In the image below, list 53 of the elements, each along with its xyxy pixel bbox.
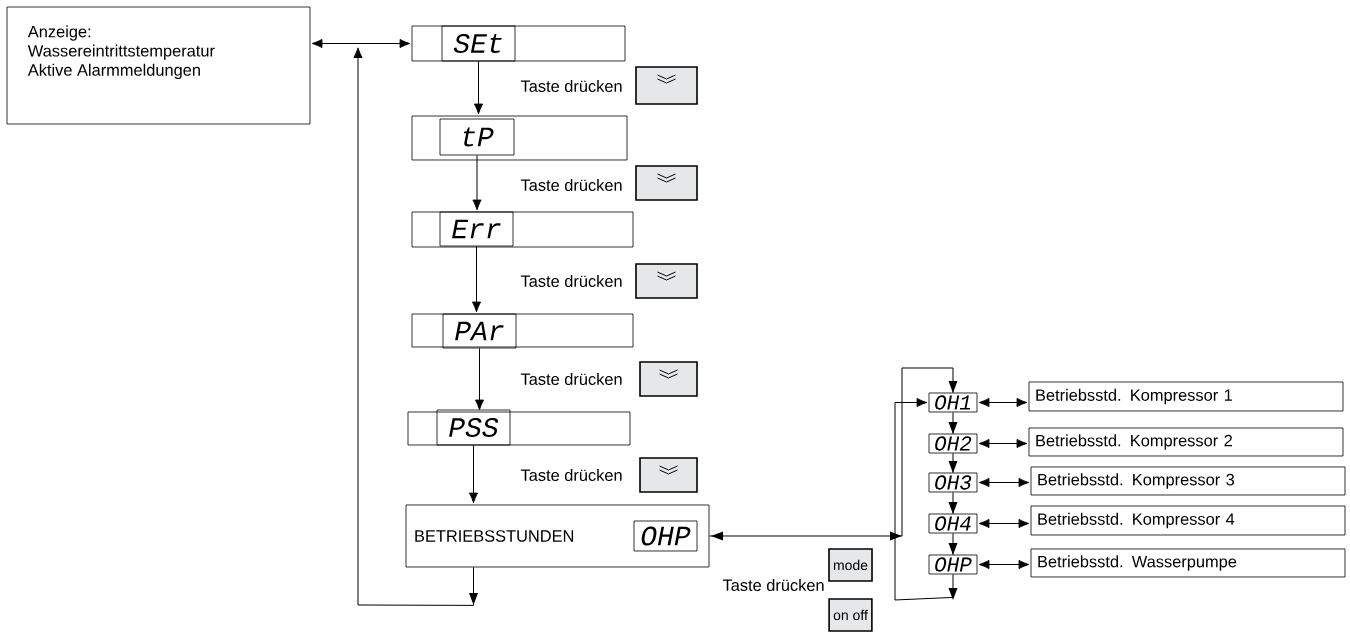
label-box: Betriebsstd. Kompressor 2 bbox=[1028, 427, 1344, 457]
label-box: Betriebsstd. Wasserpumpe bbox=[1030, 548, 1346, 578]
arrow bbox=[353, 47, 478, 606]
segment-display: OHP bbox=[633, 520, 698, 552]
arrow bbox=[474, 347, 485, 411]
segment-display: PAr bbox=[442, 313, 517, 349]
down-key-button bbox=[639, 457, 698, 493]
arrow bbox=[473, 60, 484, 115]
arrow bbox=[311, 38, 411, 49]
label-box: Betriebsstd. Kompressor 3 bbox=[1030, 466, 1346, 496]
arrow bbox=[894, 397, 958, 601]
arrow bbox=[948, 532, 958, 556]
segment-display: Err bbox=[439, 211, 514, 247]
down-key-button bbox=[635, 165, 698, 201]
arrow bbox=[468, 444, 479, 504]
arrow bbox=[978, 397, 1028, 408]
arrow bbox=[978, 559, 1030, 570]
label-box: Betriebsstd. Kompressor 4 bbox=[1030, 505, 1346, 536]
arrow bbox=[471, 245, 482, 313]
segment-display: OH1 bbox=[928, 392, 978, 413]
instruction-text: Taste drücken bbox=[722, 578, 824, 591]
display-panel bbox=[411, 211, 634, 248]
instruction-text: Taste drücken bbox=[520, 274, 622, 287]
label-box: Betriebsstd. Kompressor 1 bbox=[1028, 381, 1344, 412]
segment-display: OH2 bbox=[928, 433, 978, 454]
info-box: Anzeige: Wassereintrittstemperatur Aktive Alarmmeldungen bbox=[6, 6, 311, 125]
display-panel bbox=[407, 411, 631, 446]
arrow bbox=[472, 154, 482, 211]
arrow bbox=[978, 477, 1030, 488]
arrow bbox=[978, 518, 1030, 529]
instruction-text: Taste drücken bbox=[520, 178, 622, 191]
arrow bbox=[948, 491, 958, 515]
segment-display: OH3 bbox=[928, 472, 978, 493]
segment-display: SEt bbox=[441, 25, 516, 62]
instruction-text: Taste drücken bbox=[520, 79, 622, 92]
arrow bbox=[948, 452, 958, 474]
display-panel bbox=[411, 313, 634, 348]
segment-display: PSS bbox=[436, 409, 511, 446]
down-key-button bbox=[635, 66, 698, 105]
display-panel bbox=[411, 115, 628, 161]
down-key-button bbox=[639, 361, 698, 397]
instruction-text: Taste drücken bbox=[520, 468, 622, 481]
segment-display: OH4 bbox=[928, 513, 978, 534]
arrow bbox=[708, 367, 958, 541]
segment-display: OHP bbox=[928, 554, 978, 575]
key-button: on off bbox=[828, 598, 873, 632]
display-panel bbox=[411, 25, 626, 62]
down-key-button bbox=[635, 263, 698, 299]
key-button: mode bbox=[828, 548, 873, 582]
arrow bbox=[978, 438, 1028, 449]
segment-display: tP bbox=[439, 118, 515, 156]
arrow bbox=[948, 411, 958, 435]
instruction-text: Taste drücken bbox=[520, 372, 622, 385]
